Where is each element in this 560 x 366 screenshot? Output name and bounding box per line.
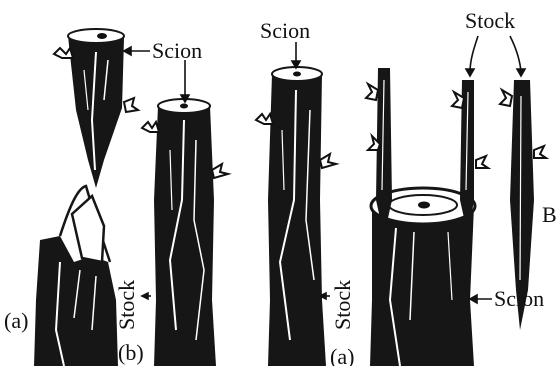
stock-cleft-a [34, 186, 118, 366]
arrow-stock-top-right-right [510, 36, 521, 72]
tag-a-left: (a) [4, 308, 28, 333]
trunk-a-middle [256, 67, 336, 366]
label-scion-top-left: Scion [152, 38, 202, 63]
label-stock-vertical-b: Stock [114, 280, 139, 330]
label-scion-top-middle: Scion [260, 18, 310, 43]
label-stock-vertical-a: Stock [330, 280, 355, 330]
tag-b: (b) [118, 340, 144, 365]
crown-graft-right [366, 68, 488, 366]
arrow-stock-top-right-left [470, 36, 478, 72]
tag-B: B [542, 202, 557, 227]
tag-a-middle: (a) [330, 344, 354, 366]
scion-wedge-top-left [54, 29, 138, 188]
label-stock-top-right: Stock [465, 8, 515, 33]
label-scion-bottom-right: Scion [494, 286, 544, 311]
trunk-b [142, 99, 228, 366]
